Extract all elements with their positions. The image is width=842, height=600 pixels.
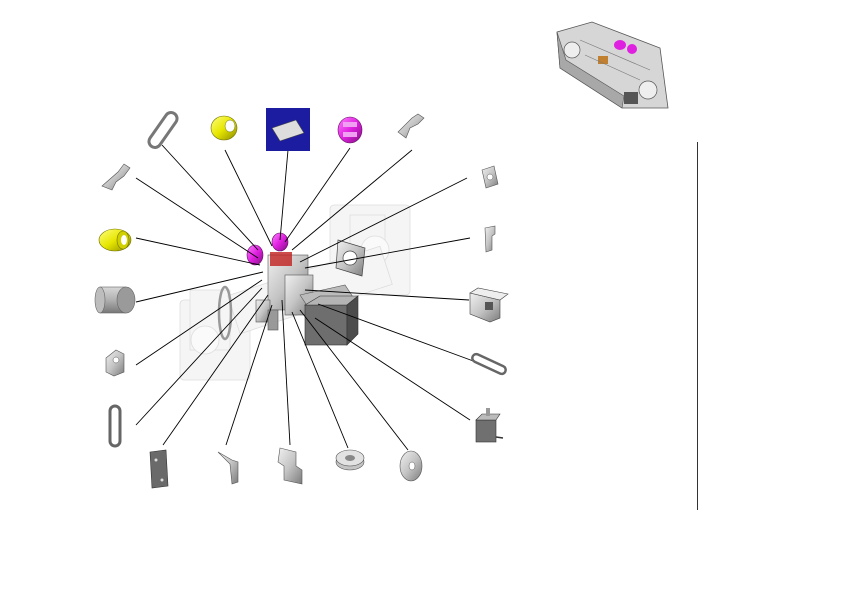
clip-icon <box>484 225 496 253</box>
flat-plate-icon <box>266 108 310 151</box>
cylinder-icon <box>94 286 136 314</box>
yellow-pulley-icon <box>210 115 238 141</box>
plate-icon <box>149 449 169 489</box>
angle-bracket-icon <box>217 451 239 485</box>
bent-plate-icon <box>277 447 303 485</box>
bracket-arm-icon <box>101 163 131 191</box>
magenta-pulley-icon <box>337 116 363 144</box>
belt-loop-icon <box>471 352 507 376</box>
yellow-pulley-icon <box>98 228 132 252</box>
leader-lines <box>135 144 477 451</box>
washer-icon <box>399 450 423 482</box>
gear-icon <box>335 449 365 471</box>
mount-bracket-icon <box>469 287 509 323</box>
nut-icon <box>481 165 499 189</box>
hinge-bracket-icon <box>105 349 125 377</box>
belt-loop-icon <box>147 111 179 149</box>
motor-icon <box>475 408 504 443</box>
bracket-arm-icon <box>397 113 425 139</box>
assembly-thumbnail <box>556 21 669 109</box>
belt-loop-icon <box>108 404 122 448</box>
divider-line <box>697 142 698 510</box>
central-assembly <box>217 232 366 346</box>
